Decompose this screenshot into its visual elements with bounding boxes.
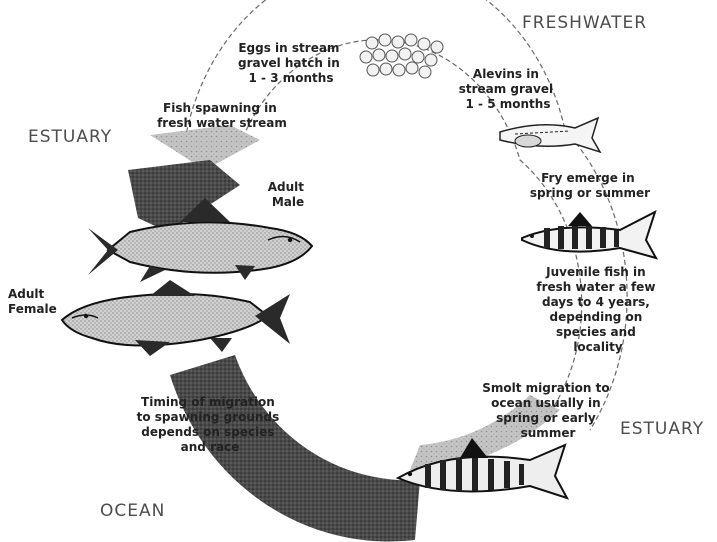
region-label-ocean: OCEAN	[100, 501, 165, 521]
alevin-icon	[500, 118, 600, 152]
caption-alevins: Alevins in stream gravel 1 - 5 months	[459, 67, 558, 111]
label-adult-female: Adult Female	[8, 287, 57, 316]
caption-spawning: Fish spawning in fresh water stream	[157, 101, 287, 130]
adult-female-salmon-icon	[62, 280, 290, 356]
caption-fry: Fry emerge in spring or summer	[530, 171, 650, 200]
egg-cluster-icon	[360, 34, 443, 78]
caption-juvenile: Juvenile fish in fresh water a few days …	[536, 265, 659, 354]
fry-icon	[522, 212, 656, 258]
region-label-freshwater: FRESHWATER	[522, 13, 647, 33]
region-label-estuary-right: ESTUARY	[620, 419, 704, 439]
adult-male-salmon-icon	[88, 198, 312, 282]
region-label-estuary-left: ESTUARY	[28, 127, 112, 147]
caption-eggs: Eggs in stream gravel hatch in 1 - 3 mon…	[238, 41, 344, 85]
label-adult-male: Adult Male	[268, 180, 308, 209]
